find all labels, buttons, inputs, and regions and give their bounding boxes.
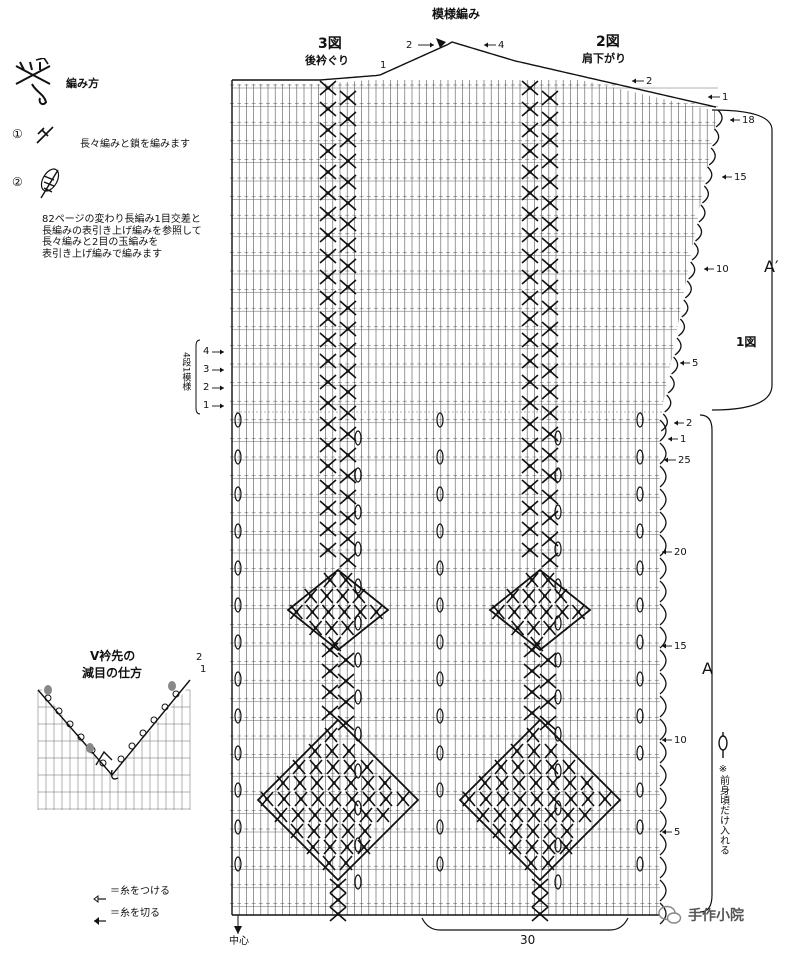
step1-text: 長々編みと鎖を編みます: [80, 139, 190, 150]
note-line-2: 長編みの表引き上げ編みを参照して: [42, 225, 202, 237]
row-number-15: 15: [734, 172, 747, 183]
vneck-row-1: 1: [200, 664, 207, 675]
lace-motif-columns: [256, 80, 622, 922]
step2-number: ②: [12, 175, 23, 189]
note-line-1: 82ページの変わり長編み1目交差と: [42, 214, 201, 225]
cut-yarn-text: ＝糸を切る: [110, 908, 160, 919]
repeat-label: 4段1模様: [180, 352, 191, 391]
cut-yarn-icon: [92, 910, 108, 929]
attach-yarn-icon: [92, 888, 108, 907]
row-number-18: 18: [742, 115, 755, 126]
step1-number: ①: [12, 127, 23, 141]
row-number-5-lower: 5: [674, 827, 681, 838]
step2-icon: [36, 166, 66, 206]
fig3-label: 3図: [318, 36, 342, 52]
watermark: 手作小院: [688, 908, 744, 924]
width-label: 30: [520, 933, 536, 947]
repeat-row-1: 1: [203, 400, 210, 411]
top-mark-4: 4: [498, 40, 505, 51]
section-a-prime: A′: [764, 257, 779, 276]
row-number-15-lower: 15: [674, 641, 687, 652]
row-number-10: 10: [716, 264, 729, 275]
fig2-sub: 肩下がり: [582, 52, 626, 65]
vneck-title-2: 減目の仕方: [82, 666, 143, 680]
legend-note: 82ページの変わり長編み1目交差と 長編みの表引き上げ編みを参照して 長々編みと…: [42, 214, 202, 260]
legend-symbol-icon: [10, 57, 58, 112]
shoulder-mark-2: 2: [646, 76, 653, 87]
row-number-25: 25: [678, 455, 691, 466]
side-note: ※前身頃だけ入れる: [717, 764, 729, 855]
center-label: 中心: [229, 936, 249, 947]
row-number-10-lower: 10: [674, 735, 687, 746]
fig2-label: 2図: [596, 34, 620, 50]
stitch-grid: [230, 70, 800, 953]
pattern-title: 模様編み: [432, 7, 481, 21]
vneck-row-2: 2: [196, 652, 203, 663]
repeat-row-4: 4: [203, 346, 210, 357]
note-line-3: 長々編みと2目の玉編みを: [42, 237, 159, 248]
chart-edges: [231, 41, 723, 925]
legend-title: 編み方: [66, 77, 99, 90]
wechat-icon: [658, 904, 682, 930]
fig1-label: 1図: [736, 335, 757, 349]
section-a: A: [702, 659, 713, 678]
neck-mark-1: 1: [380, 60, 387, 71]
row-number-20: 20: [674, 547, 687, 558]
top-mark-2: 2: [406, 40, 413, 51]
attach-yarn-text: ＝糸をつける: [110, 886, 170, 897]
step1-icon: [34, 124, 56, 150]
ring-marker-icon: [716, 730, 730, 764]
fig3-sub: 後衿ぐり: [305, 54, 349, 67]
note-line-4: 表引き上げ編みで編みます: [42, 248, 162, 260]
row-number-5: 5: [692, 358, 699, 369]
repeat-row-2: 2: [203, 382, 210, 393]
shoulder-mark-1: 1: [722, 92, 729, 103]
row-number-2: 2: [686, 418, 693, 429]
chart-decorations: [37, 38, 773, 934]
row-number-1: 1: [680, 434, 687, 445]
vneck-title-1: V衿先の: [90, 649, 136, 663]
repeat-row-3: 3: [203, 364, 210, 375]
